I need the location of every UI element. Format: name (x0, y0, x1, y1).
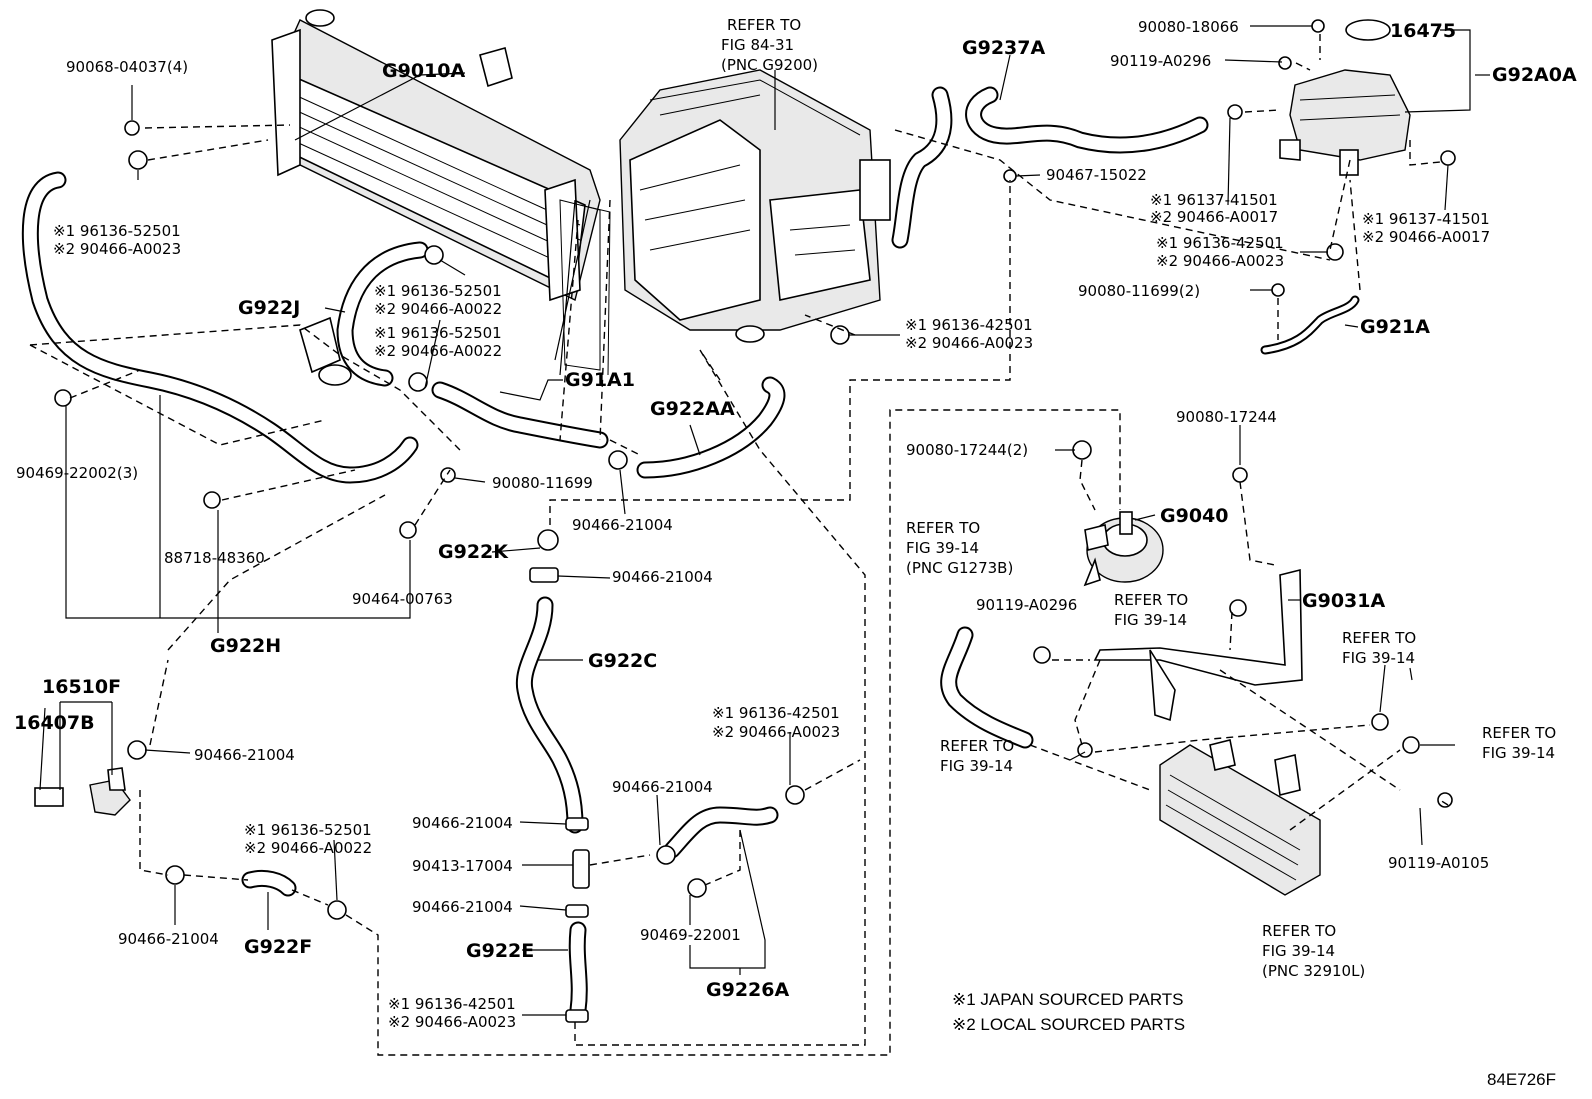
label-90466-21004-d: 90466-21004 (612, 778, 713, 796)
label-90466-21004-g: 90466-21004 (118, 930, 219, 948)
label-refer-39-a: REFER TO (906, 519, 980, 537)
label-90464-00763: 90464-00763 (352, 590, 453, 608)
label-refer-39-c-fig: FIG 39-14 (1342, 649, 1415, 667)
label-90466-21004-c: 90466-21004 (194, 746, 295, 764)
label-90080-11699: 90080-11699 (492, 474, 593, 492)
label-refer-39-b-fig: FIG 39-14 (1114, 611, 1187, 629)
label-96136-52501-a: ※1 96136-52501 (53, 222, 181, 240)
label-90466-a0022-b: ※2 90466-A0022 (374, 342, 502, 360)
label-90466-21004-f: 90466-21004 (412, 898, 513, 916)
figure-id: 84E726F (1487, 1070, 1556, 1089)
label-96136-42501-a: ※1 96136-42501 (1156, 234, 1284, 252)
label-90068-04037: 90068-04037(4) (66, 58, 188, 76)
label-90080-17244: 90080-17244 (1176, 408, 1277, 426)
legend-local-sourced: ※2 LOCAL SOURCED PARTS (952, 1015, 1185, 1034)
label-90080-18066: 90080-18066 (1138, 18, 1239, 36)
label-90466-21004-b: 90466-21004 (612, 568, 713, 586)
label-90080-11699-2: 90080-11699(2) (1078, 282, 1200, 300)
legend-japan-sourced: ※1 JAPAN SOURCED PARTS (952, 990, 1184, 1009)
label-refer-84: REFER TO (727, 16, 801, 34)
dashed-connection-lines (29, 34, 1449, 1056)
label-90119-a0296-mid: 90119-A0296 (976, 596, 1077, 614)
inverter-assembly-illustration (619, 69, 891, 343)
label-90119-a0105: 90119-A0105 (1388, 854, 1489, 872)
label-88718-48360: 88718-48360 (164, 549, 265, 567)
label-g922k: G922K (438, 541, 509, 563)
label-90466-a0023-e: ※2 90466-A0023 (388, 1013, 516, 1031)
label-refer-39-a-fig: FIG 39-14 (906, 539, 979, 557)
water-pump-illustration (1083, 511, 1164, 587)
label-g9031a: G9031A (1302, 590, 1385, 612)
label-96137-41501-b: ※1 96137-41501 (1362, 210, 1490, 228)
label-96136-42501-d: ※1 96136-42501 (388, 995, 516, 1013)
label-90466-a0022-a: ※2 90466-A0022 (374, 300, 502, 318)
label-g922h: G922H (210, 635, 281, 657)
label-90466-21004-e: 90466-21004 (412, 814, 513, 832)
label-90466-a0023-c: ※2 90466-A0023 (905, 334, 1033, 352)
label-refer-39-a-pnc: (PNC G1273B) (906, 559, 1013, 577)
label-90413-17004: 90413-17004 (412, 857, 513, 875)
label-refer-39-b: REFER TO (1114, 591, 1188, 609)
label-90080-17244-2: 90080-17244(2) (906, 441, 1028, 459)
label-g9010a: G9010A (382, 60, 465, 82)
label-90469-22002-3: 90469-22002(3) (16, 464, 138, 482)
reservoir-tank-illustration (1279, 19, 1411, 176)
label-refer-39-f-pnc: (PNC 32910L) (1262, 962, 1365, 980)
label-g922aa: G922AA (650, 398, 735, 420)
label-96136-52501-d: ※1 96136-52501 (244, 821, 372, 839)
label-90466-a0017-a: ※2 90466-A0017 (1150, 208, 1278, 226)
bracket-illustration (1093, 568, 1303, 722)
label-g92a0a: G92A0A (1492, 64, 1577, 86)
water-outlet-illustration (34, 767, 131, 816)
leader-lines (39, 25, 1490, 1016)
label-90466-a0023-b: ※2 90466-A0023 (1156, 252, 1284, 270)
label-90466-a0023-d: ※2 90466-A0023 (712, 723, 840, 741)
label-90119-a0296-top: 90119-A0296 (1110, 52, 1211, 70)
label-g9226a: G9226A (706, 979, 789, 1001)
label-90466-a0022-c: ※2 90466-A0022 (244, 839, 372, 857)
label-refer-39-e-fig: FIG 39-14 (940, 757, 1013, 775)
label-16510f: 16510F (42, 676, 121, 698)
label-96136-42501-b: ※1 96136-42501 (905, 316, 1033, 334)
label-refer-84-fig: FIG 84-31 (721, 36, 794, 54)
label-refer-39-c: REFER TO (1342, 629, 1416, 647)
label-16475: 16475 (1390, 20, 1456, 42)
label-g922c: G922C (588, 650, 657, 672)
legend: ※1 JAPAN SOURCED PARTS ※2 LOCAL SOURCED … (952, 990, 1185, 1034)
label-g922e: G922E (466, 940, 534, 962)
label-96137-41501-a: ※1 96137-41501 (1150, 191, 1278, 209)
label-96136-52501-c: ※1 96136-52501 (374, 324, 502, 342)
label-g921a: G921A (1360, 316, 1430, 338)
label-16407b: 16407B (14, 712, 95, 734)
label-90469-22001: 90469-22001 (640, 926, 741, 944)
label-90466-a0017-b: ※2 90466-A0017 (1362, 228, 1490, 246)
label-refer-39-e: REFER TO (940, 737, 1014, 755)
label-g922j: G922J (238, 297, 300, 319)
label-refer-39-f-fig: FIG 39-14 (1262, 942, 1335, 960)
label-96136-52501-b: ※1 96136-52501 (374, 282, 502, 300)
label-g91a1: G91A1 (565, 369, 635, 391)
label-g922f: G922F (244, 936, 312, 958)
label-refer-39-d: REFER TO (1482, 724, 1556, 742)
part-labels: 90068-04037(4) G9010A REFER TO FIG 84-31… (14, 16, 1577, 1031)
radiator-illustration (271, 9, 611, 386)
label-g9237a: G9237A (962, 37, 1045, 59)
hose-lines (21, 86, 1360, 1019)
label-90466-a0023-a: ※2 90466-A0023 (53, 240, 181, 258)
label-90466-21004-a: 90466-21004 (572, 516, 673, 534)
oil-cooler-illustration (1159, 739, 1321, 896)
label-g9040: G9040 (1160, 505, 1228, 527)
label-96136-42501-c: ※1 96136-42501 (712, 704, 840, 722)
label-refer-39-d-fig: FIG 39-14 (1482, 744, 1555, 762)
label-refer-39-f: REFER TO (1262, 922, 1336, 940)
label-90467-15022: 90467-15022 (1046, 166, 1147, 184)
label-refer-84-pnc: (PNC G9200) (721, 56, 818, 74)
